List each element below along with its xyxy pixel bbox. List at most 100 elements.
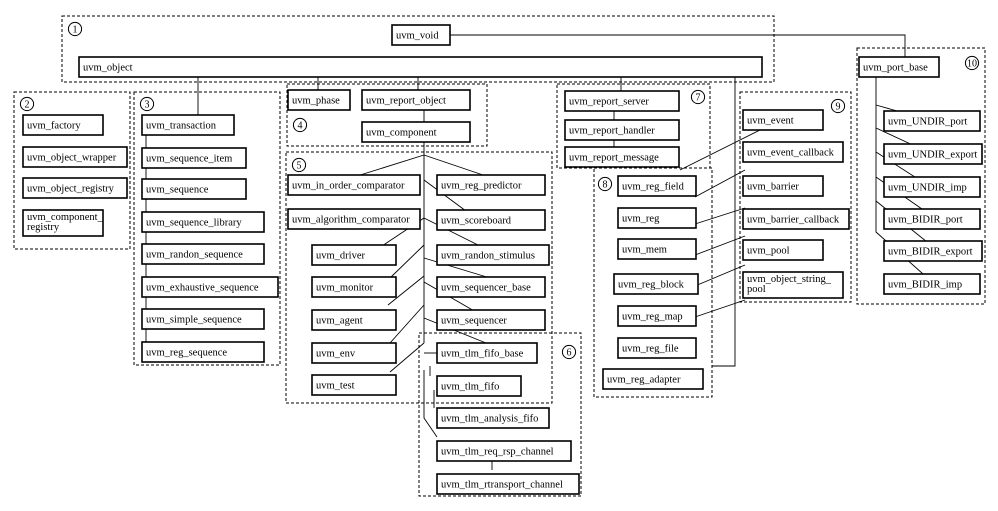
connector-line: [694, 207, 746, 225]
class-name: uvm_reg_map: [622, 312, 683, 323]
connector-line: [387, 275, 425, 306]
group-number-label: 2: [25, 100, 30, 111]
class-box-border: [436, 309, 546, 331]
class-box-border: [311, 276, 397, 298]
group-number-label: 9: [836, 102, 841, 113]
class-name: uvm_report_server: [569, 97, 649, 108]
class-name: uvm_sequencer: [441, 316, 507, 327]
class-box-border: [311, 374, 397, 396]
class-name: uvm_monitor: [316, 283, 374, 294]
class-name: uvm_algorithm_comparator: [292, 215, 410, 226]
class-box-uvm-UNDIR-imp: uvm_UNDIR_imp: [883, 176, 981, 198]
class-box-uvm-UNDIR-port: uvm_UNDIR_port: [883, 110, 981, 132]
class-name: uvm_tlm_fifo_base: [441, 349, 524, 360]
group-number-3: 3: [139, 96, 155, 112]
class-box-border: [436, 209, 546, 231]
class-box-uvm-simple-sequence: uvm_simple_sequence: [141, 308, 265, 330]
group-number-circle: [291, 157, 307, 173]
class-name: uvm_randon_sequence: [146, 250, 243, 261]
group-number-label: 3: [145, 100, 150, 111]
class-name: uvm_test: [316, 381, 355, 392]
class-name: uvm_tlm_rtransport_channel: [441, 480, 563, 491]
group-number-4: 4: [292, 117, 308, 133]
class-name: uvm_UNDIR_export: [888, 150, 977, 161]
class-box-border: [883, 176, 981, 198]
class-box-uvm-reg: uvm_reg: [617, 207, 697, 229]
class-box-uvm-tlm-fifo: uvm_tlm_fifo: [436, 375, 522, 397]
class-name: uvm_reg_field: [622, 182, 685, 193]
class-name: uvm_reg_block: [618, 280, 685, 291]
class-box-uvm-object-string-pool: uvm_object_string_pool: [742, 271, 844, 299]
group-number-circle: [690, 89, 706, 105]
class-box-border: [436, 375, 522, 397]
class-box-uvm-component-registry: uvm_component_registry: [22, 209, 104, 237]
class-name: uvm_sequence: [146, 185, 209, 196]
class-box-border: [436, 473, 580, 495]
class-box-border: [361, 89, 471, 111]
connector-line: [712, 77, 736, 367]
class-box-uvm-exhaustive-sequence: uvm_exhaustive_sequence: [141, 276, 279, 298]
class-name: uvm_pool: [747, 246, 790, 257]
class-box-border: [617, 305, 697, 327]
class-box-uvm-transaction: uvm_transaction: [141, 114, 235, 136]
class-box-uvm-event-callback: uvm_event_callback: [742, 141, 844, 163]
class-name: uvm_tlm_fifo: [441, 382, 499, 393]
class-box-border: [742, 239, 824, 261]
group-number-circle: [139, 96, 155, 112]
class-name: uvm_object: [83, 63, 133, 74]
group-number-7: 7: [690, 89, 706, 105]
class-box-uvm-component: uvm_component: [361, 121, 471, 143]
connector-line: [389, 342, 425, 373]
class-name: uvm_scoreboard: [441, 216, 512, 227]
connector-line: [389, 304, 425, 344]
class-box-border: [436, 407, 550, 429]
class-name: uvm_agent: [316, 316, 363, 327]
class-box-border: [617, 337, 697, 359]
class-box-uvm-tlm-analysis-fifo: uvm_tlm_analysis_fifo: [436, 407, 550, 429]
group-frame-9: [739, 91, 852, 303]
class-box-border: [742, 141, 844, 163]
connector-line: [423, 217, 481, 247]
class-name: uvm_reg: [622, 214, 660, 225]
class-box-border: [883, 208, 981, 230]
class-box-uvm-randon-stimulus: uvm_randon_stimulus: [436, 244, 550, 266]
class-name: uvm_barrier: [747, 182, 799, 193]
class-name: uvm_report_object: [366, 96, 446, 107]
class-box-border: [617, 238, 697, 260]
class-box-border: [617, 175, 697, 197]
class-box-border: [391, 24, 451, 46]
class-box-border: [311, 309, 397, 331]
class-box-border: [858, 56, 940, 78]
class-box-uvm-object: uvm_object: [78, 56, 763, 78]
class-box-uvm-object-wrapper: uvm_object_wrapper: [22, 146, 128, 168]
class-box-border: [436, 440, 572, 462]
class-name: uvm_mem: [622, 245, 667, 256]
connector-line: [694, 264, 746, 287]
class-box-border: [564, 146, 680, 168]
connector-line: [875, 77, 933, 283]
class-box-uvm-event: uvm_event: [742, 109, 824, 131]
class-box-border: [141, 178, 247, 200]
class-box-border: [141, 243, 265, 265]
class-box-border: [78, 56, 763, 78]
group-number-label: 8: [603, 180, 608, 191]
class-box-border: [564, 90, 680, 112]
class-name: uvm_BIDIR_port: [888, 215, 963, 226]
class-name: uvm_driver: [316, 251, 365, 262]
class-box-uvm-monitor: uvm_monitor: [311, 276, 397, 298]
class-box-uvm-sequence-item: uvm_sequence_item: [141, 147, 247, 169]
class-box-uvm-reg-field: uvm_reg_field: [617, 175, 697, 197]
class-box-uvm-reg-map: uvm_reg_map: [617, 305, 697, 327]
group-frame-4: [286, 83, 488, 147]
class-name: uvm_component: [366, 128, 437, 139]
class-name: uvm_tlm_analysis_fifo: [441, 414, 538, 425]
class-box-border: [436, 276, 546, 298]
class-box-uvm-barrier-callback: uvm_barrier_callback: [742, 208, 850, 230]
class-box-uvm-sequencer: uvm_sequencer: [436, 309, 546, 331]
class-name: uvm_factory: [27, 121, 81, 132]
class-box-uvm-reg-predictor: uvm_reg_predictor: [436, 174, 546, 196]
class-name: uvm_event_callback: [747, 148, 835, 159]
class-box-uvm-sequencer-base: uvm_sequencer_base: [436, 276, 546, 298]
